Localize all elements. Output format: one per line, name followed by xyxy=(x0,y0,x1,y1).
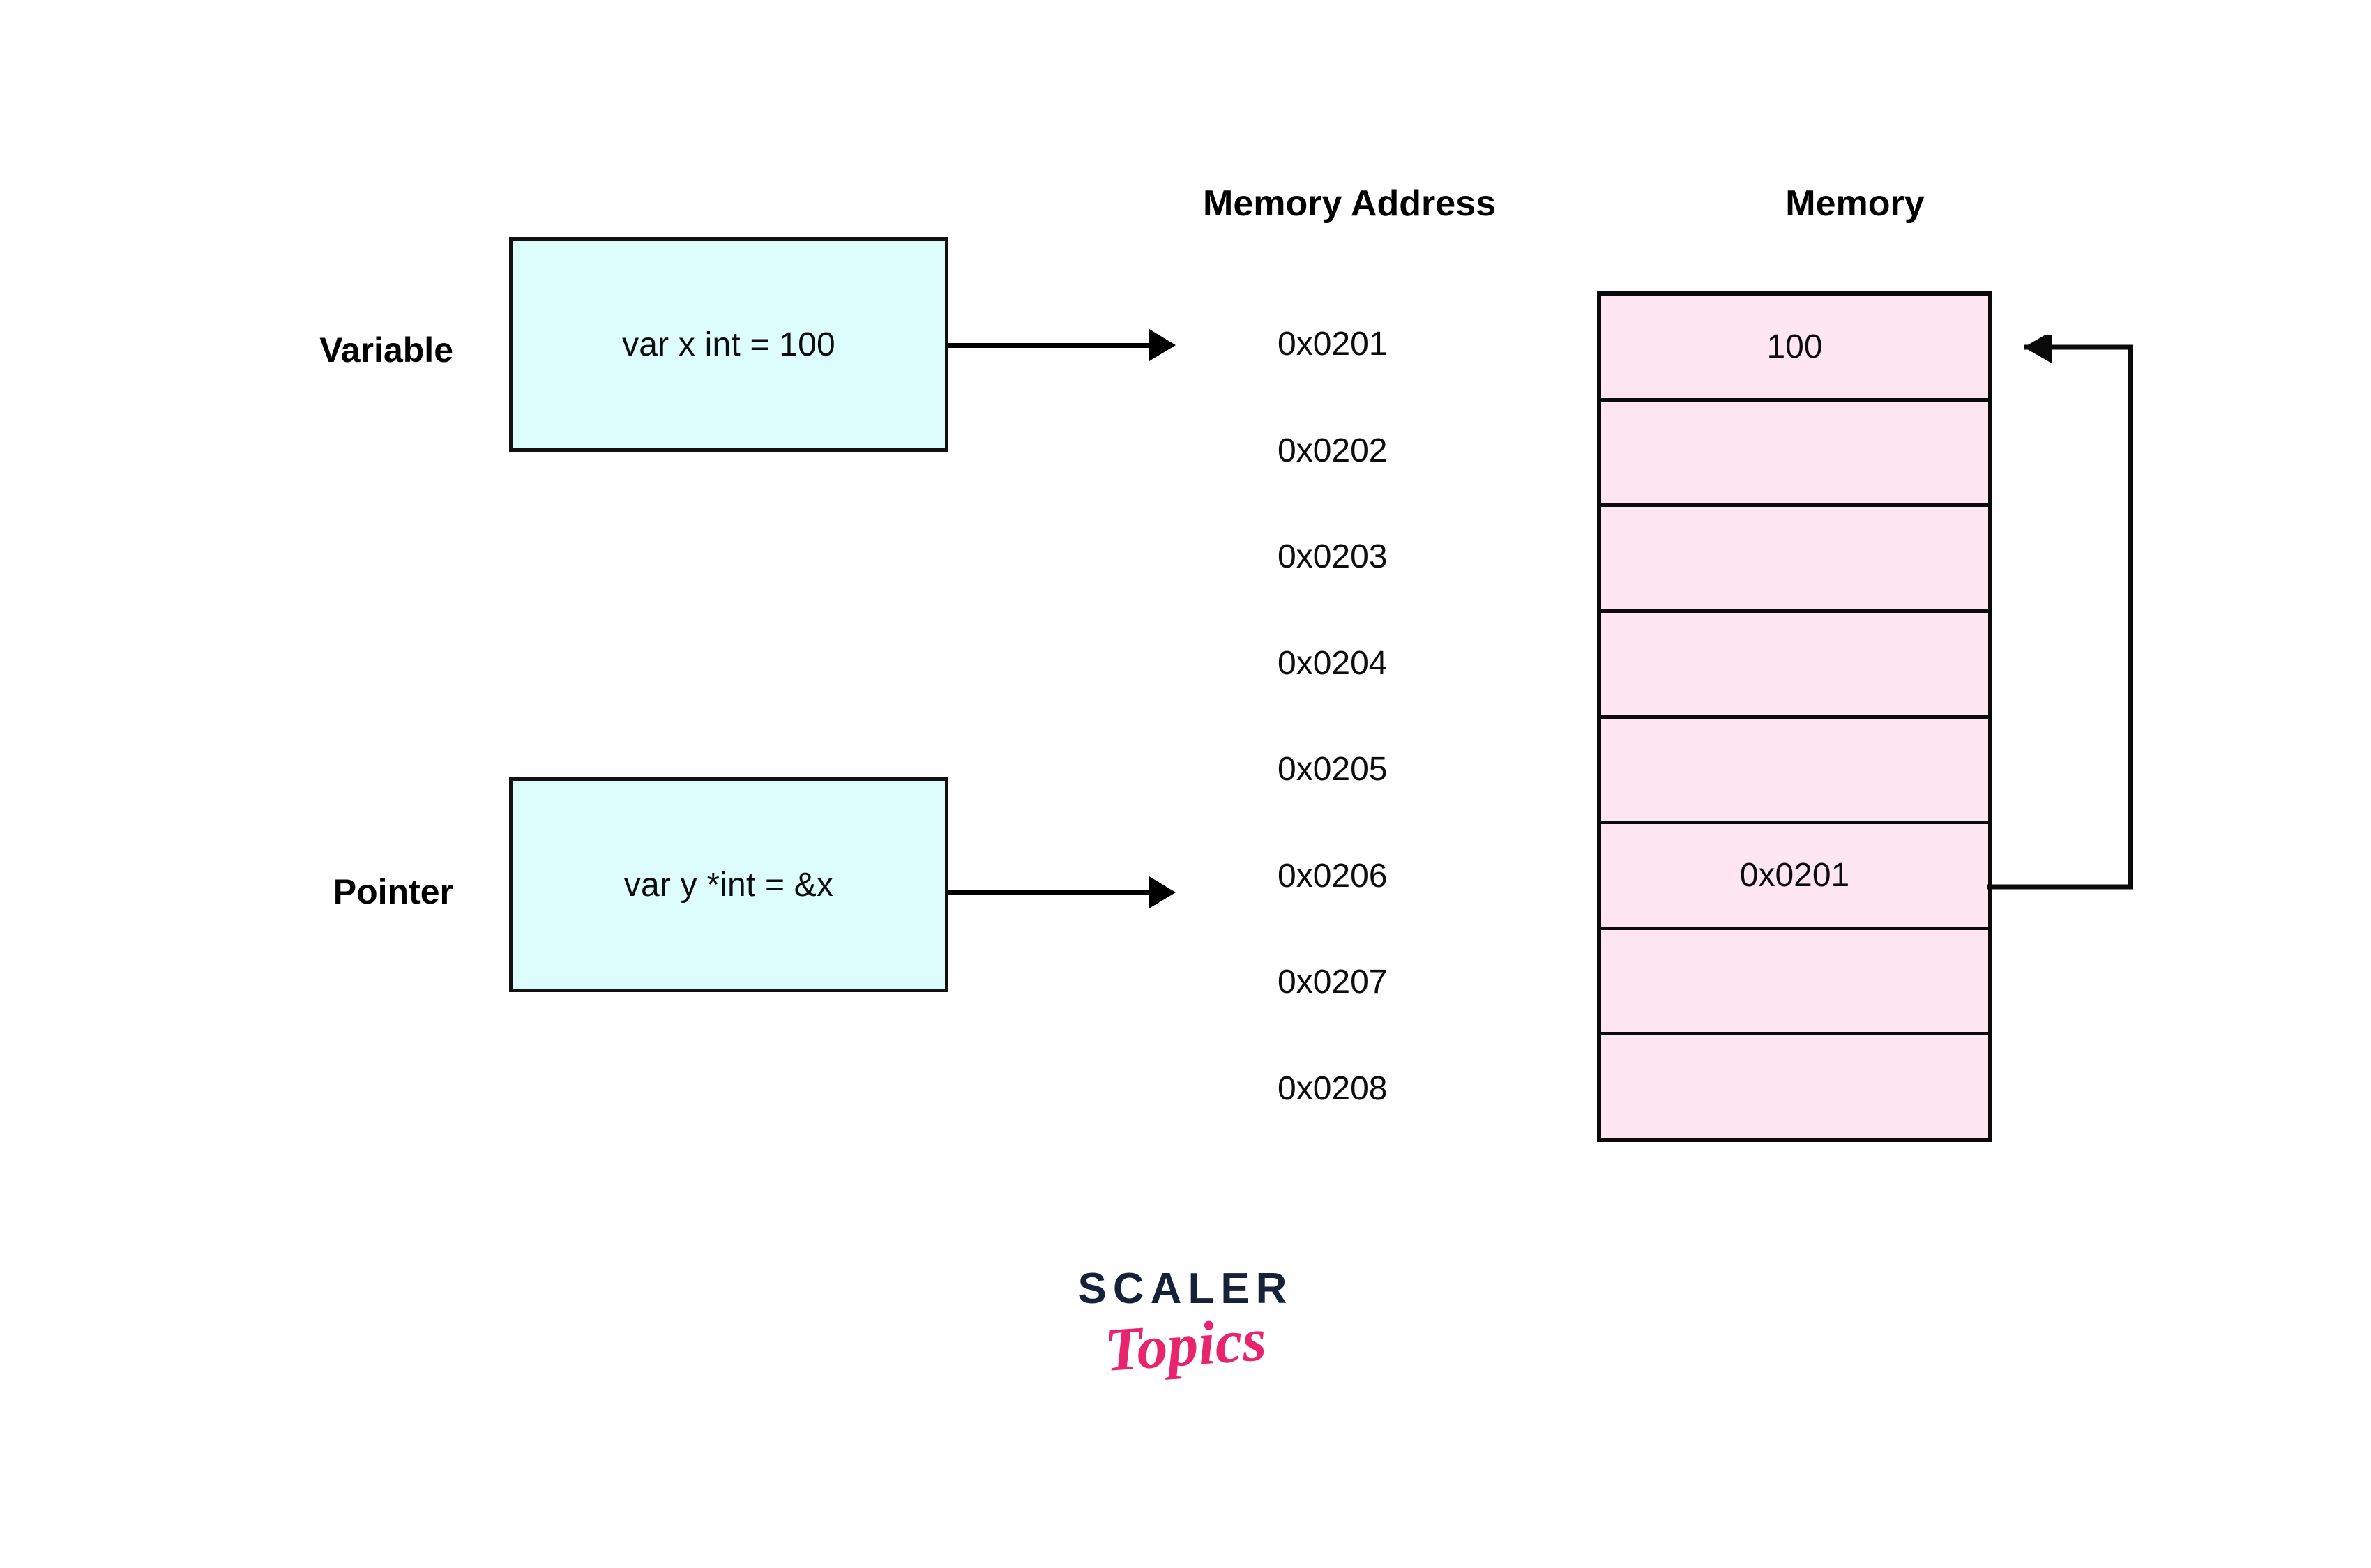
logo-product-text: Topics xyxy=(1103,1306,1268,1385)
pointer-declaration-box: var y *int = &x xyxy=(509,777,948,992)
pointer-arrow-shaft xyxy=(948,890,1152,895)
memory-address-column-header: Memory Address xyxy=(1203,183,1496,224)
pointer-row-label: Pointer xyxy=(333,872,453,911)
memory-address-item: 0x0207 xyxy=(1278,964,1388,1000)
memory-address-item: 0x0204 xyxy=(1278,644,1388,682)
pointer-dereference-connector xyxy=(1987,335,2155,899)
memory-address-item: 0x0206 xyxy=(1278,857,1388,895)
memory-cell-value: 100 xyxy=(1766,328,1823,365)
pointer-declaration-text: var y *int = &x xyxy=(623,866,834,904)
memory-column-header: Memory xyxy=(1785,183,1925,224)
logo-brand-text: SCALER xyxy=(1077,1265,1294,1313)
memory-cell xyxy=(1601,929,1988,1036)
memory-address-item: 0x0203 xyxy=(1278,538,1388,575)
arrow-right-icon xyxy=(1149,876,1176,908)
memory-cell xyxy=(1601,612,1988,719)
memory-cell xyxy=(1601,507,1988,613)
memory-cell xyxy=(1601,401,1988,508)
variable-declaration-box: var x int = 100 xyxy=(509,237,948,452)
memory-cell: 100 xyxy=(1601,296,1988,402)
memory-address-item: 0x0202 xyxy=(1278,432,1388,469)
arrow-right-icon xyxy=(1149,329,1176,361)
memory-cell-value: 0x0201 xyxy=(1739,856,1850,894)
memory-address-list: 0x0201 0x0202 0x0203 0x0204 0x0205 0x0206 0x02… xyxy=(1278,291,1556,1142)
arrow-left-icon xyxy=(1987,335,2133,890)
variable-row-label: Variable xyxy=(319,330,453,370)
memory-address-item: 0x0208 xyxy=(1278,1070,1388,1107)
variable-declaration-text: var x int = 100 xyxy=(622,326,835,363)
memory-cell xyxy=(1601,718,1988,825)
memory-cell: 0x0201 xyxy=(1601,824,1988,930)
memory-address-item: 0x0205 xyxy=(1278,751,1388,788)
scaler-topics-logo: SCALER Topics xyxy=(1011,1268,1360,1428)
variable-arrow-shaft xyxy=(948,343,1152,348)
memory-cell xyxy=(1601,1035,1988,1138)
memory-address-item: 0x0201 xyxy=(1278,326,1388,363)
memory-grid: 100 0x0201 xyxy=(1597,291,1992,1142)
